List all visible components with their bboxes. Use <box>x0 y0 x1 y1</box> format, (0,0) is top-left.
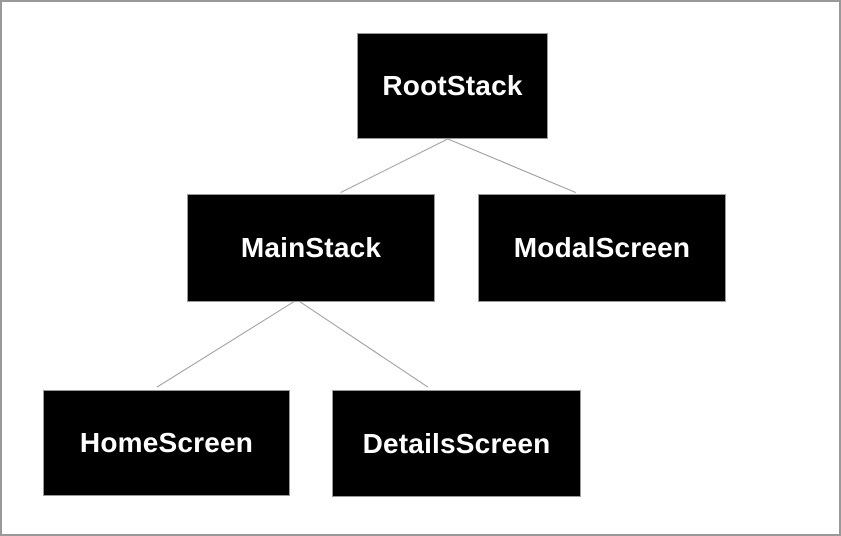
edge-mainstack-detailsscreen <box>296 299 429 388</box>
node-modalscreen: ModalScreen <box>478 194 726 302</box>
node-detailsscreen: DetailsScreen <box>332 390 581 497</box>
node-homescreen-label: HomeScreen <box>79 427 254 458</box>
node-mainstack-label: MainStack <box>240 232 382 263</box>
edge-mainstack-homescreen <box>156 299 298 388</box>
node-modalscreen-label: ModalScreen <box>513 232 691 263</box>
edge-rootstack-modalscreen <box>447 138 577 194</box>
node-detailsscreen-label: DetailsScreen <box>362 427 551 459</box>
node-rootstack-label: RootStack <box>382 70 523 101</box>
node-homescreen: HomeScreen <box>43 390 290 496</box>
node-mainstack: MainStack <box>187 194 435 302</box>
edge-rootstack-mainstack <box>340 138 449 194</box>
node-rootstack: RootStack <box>357 33 548 139</box>
